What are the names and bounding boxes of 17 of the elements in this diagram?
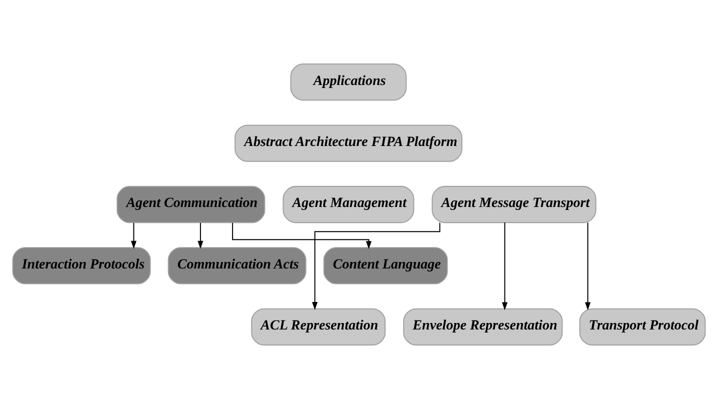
node-box: Applications (290, 63, 407, 100)
arrow (198, 222, 204, 248)
node-box: ACL Representation (251, 308, 386, 345)
node-box: Envelope Representation (403, 308, 563, 345)
node-box: Abstract Architecture FIPA Platform (234, 124, 462, 162)
arrow (232, 222, 372, 249)
node-box: Communication Acts (168, 246, 306, 284)
node-box: Content Language (323, 246, 448, 284)
arrow (584, 222, 591, 310)
node-box: Transport Protocol (579, 308, 706, 345)
arrow (502, 222, 508, 310)
node-box: Interaction Protocols (12, 246, 151, 284)
node-box: Agent Management (282, 185, 414, 223)
arrow (312, 222, 440, 310)
arrow (130, 222, 137, 248)
node-box: Agent Message Transport (432, 185, 596, 223)
node-box: Agent Communication (116, 185, 266, 223)
